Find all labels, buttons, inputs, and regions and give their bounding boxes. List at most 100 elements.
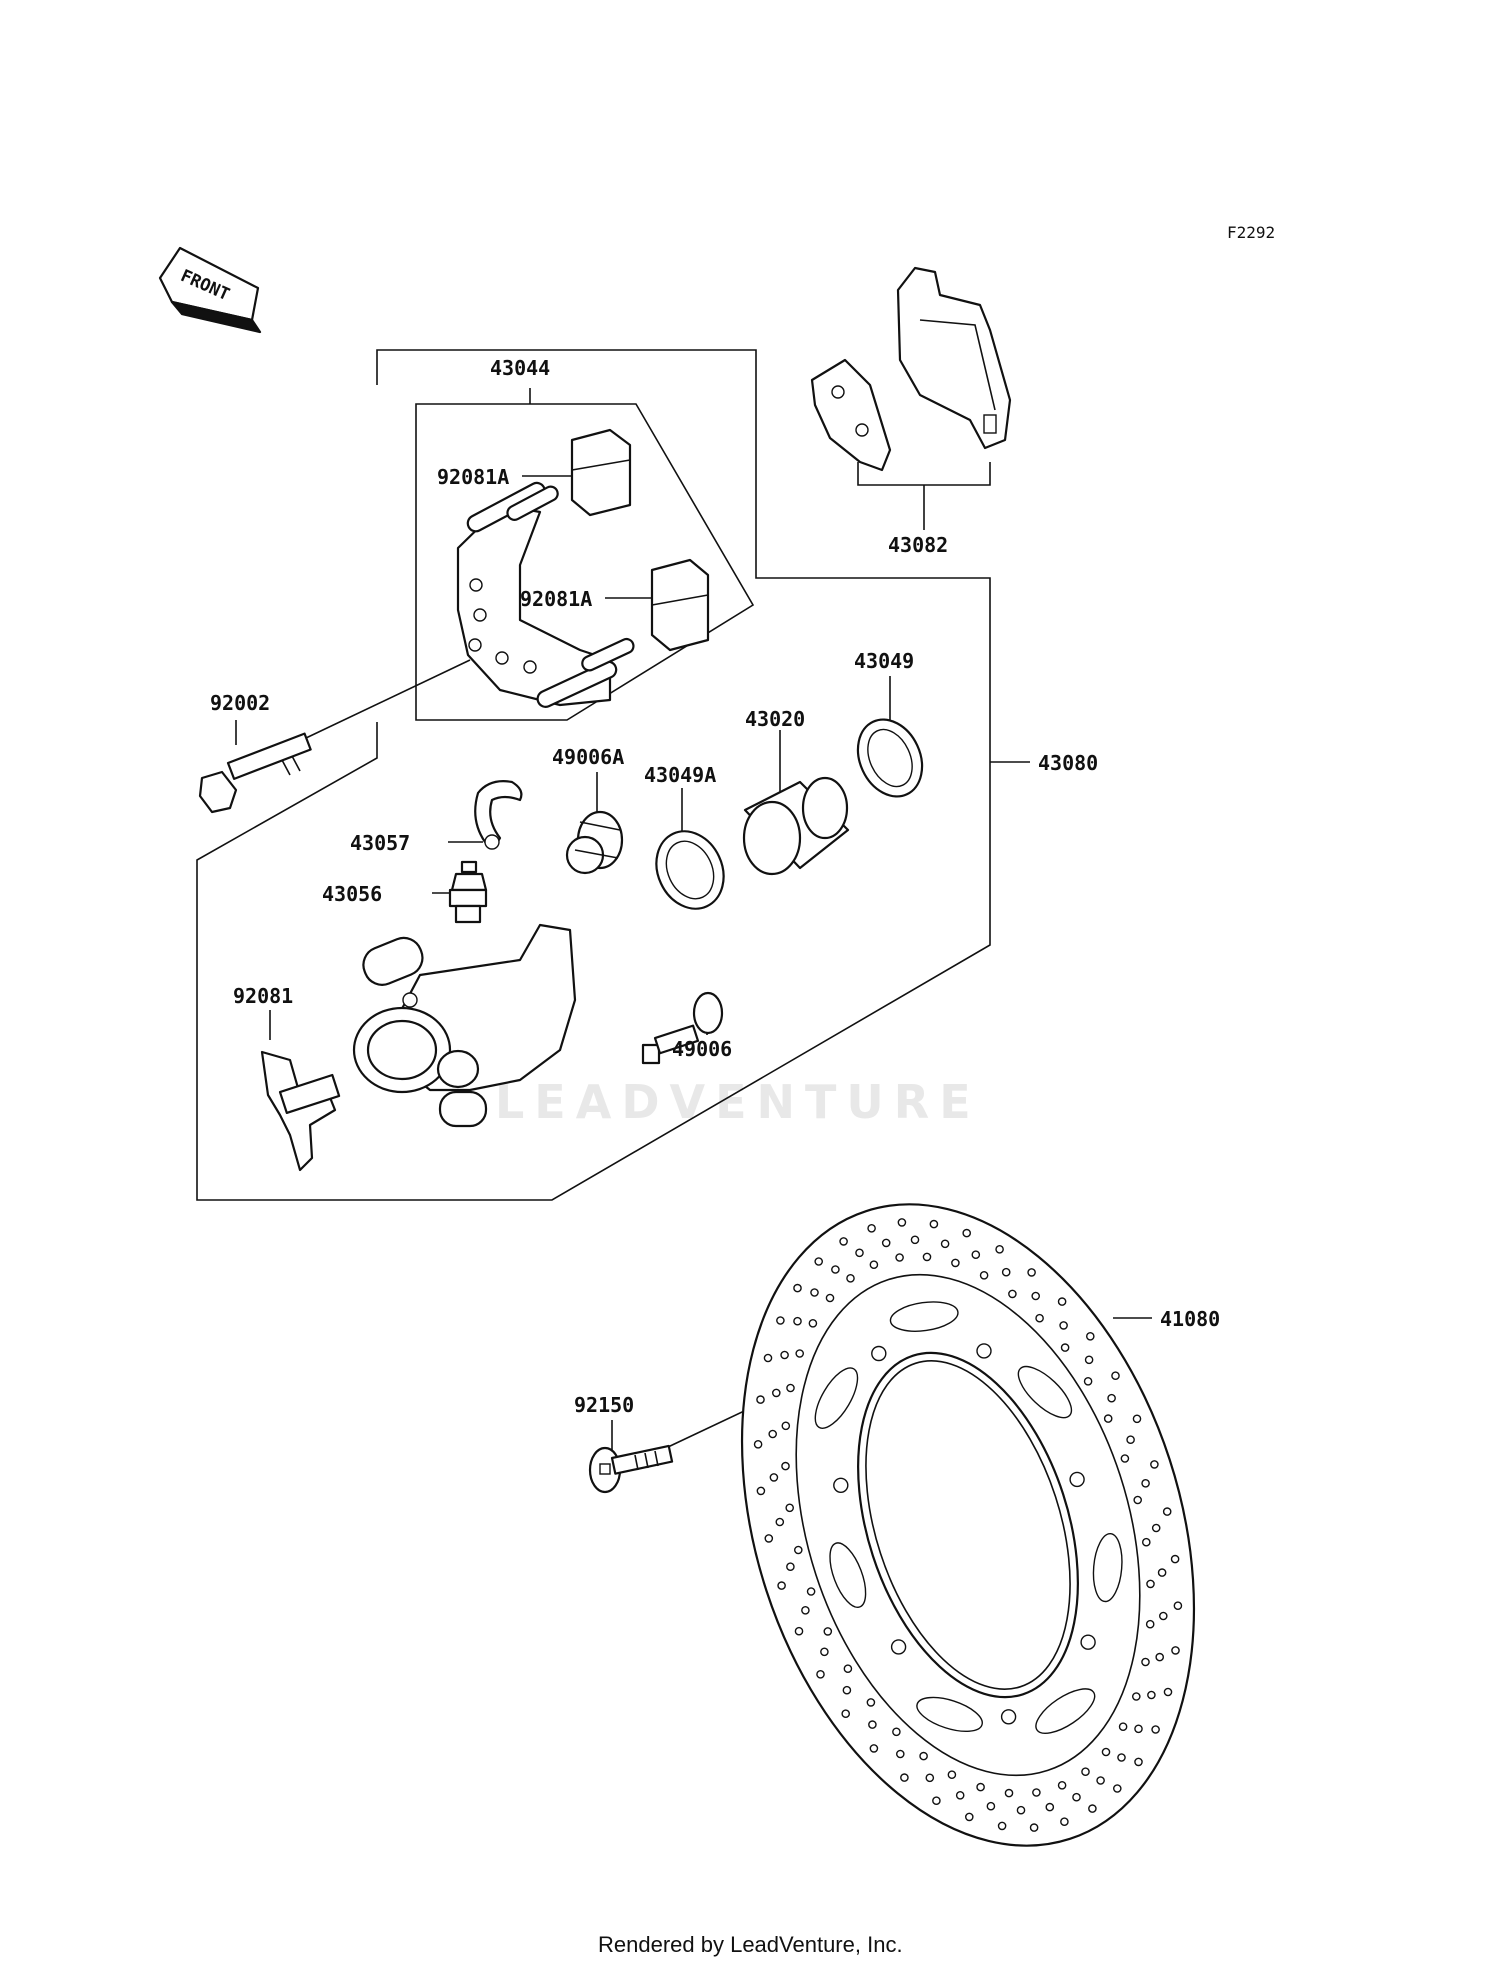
- disc-hole: [794, 1626, 804, 1636]
- disc-hole: [1134, 1724, 1143, 1734]
- disc-hole: [1132, 1692, 1141, 1701]
- label-43049[interactable]: 43049: [854, 649, 914, 673]
- disc-hole: [781, 1421, 791, 1431]
- disc-hole: [1001, 1267, 1011, 1277]
- disc-hole: [1008, 1289, 1017, 1299]
- label-92150[interactable]: 92150: [574, 1393, 634, 1417]
- disc-screw: [588, 1444, 674, 1494]
- label-92002[interactable]: 92002: [210, 691, 270, 715]
- pad-spring-lower: [650, 558, 710, 652]
- disc-hole: [868, 1720, 877, 1729]
- label-41080[interactable]: 41080: [1160, 1307, 1220, 1331]
- brake-disc: [740, 1203, 1196, 1847]
- disc-hole: [1016, 1805, 1026, 1815]
- disc-bolt-hole: [890, 1639, 907, 1655]
- disc-hole: [881, 1238, 891, 1248]
- label-43049A[interactable]: 43049A: [644, 763, 716, 787]
- disc-hole: [1171, 1646, 1180, 1655]
- bracket-assembly-outline: [415, 403, 755, 721]
- piston: [742, 776, 850, 876]
- disc-hole: [1088, 1804, 1097, 1813]
- label-43057[interactable]: 43057: [350, 831, 410, 855]
- disc-hole: [910, 1235, 920, 1245]
- disc-hole: [995, 1245, 1004, 1254]
- disc-hole: [1117, 1753, 1126, 1762]
- disc-slot: [889, 1301, 959, 1332]
- disc-hole: [1035, 1313, 1044, 1323]
- disc-slot: [1017, 1365, 1073, 1419]
- label-43080[interactable]: 43080: [1038, 751, 1098, 775]
- disc-hole: [753, 1440, 763, 1449]
- disc-hole: [979, 1271, 989, 1280]
- disc-hole: [772, 1388, 781, 1398]
- disc-hole: [955, 1791, 965, 1800]
- disc-hole: [1173, 1601, 1183, 1610]
- disc-hole: [831, 1265, 840, 1274]
- disc-hole: [866, 1698, 876, 1707]
- pad-spring-upper: [570, 428, 632, 517]
- label-49006[interactable]: 49006: [672, 1037, 732, 1061]
- label-92081A-upper[interactable]: 92081A: [437, 465, 509, 489]
- disc-hole: [1147, 1690, 1156, 1700]
- disc-hole: [786, 1383, 795, 1393]
- disc-hole: [951, 1258, 960, 1268]
- disc-hole: [842, 1685, 852, 1695]
- disc-hole: [768, 1429, 778, 1439]
- disc-hole: [1146, 1579, 1155, 1589]
- disc-bolt-hole: [1080, 1634, 1096, 1650]
- disc-hole: [820, 1647, 829, 1657]
- disc-hole: [867, 1224, 876, 1233]
- disc-hole: [1151, 1725, 1160, 1734]
- label-92081[interactable]: 92081: [233, 984, 293, 1008]
- part-labels: 43044 92081A 92081A 43082 92002 43080 43…: [210, 356, 1220, 1417]
- pad-spring-92081: [260, 1050, 341, 1172]
- disc-slot: [1035, 1688, 1096, 1734]
- disc-hole: [756, 1395, 765, 1404]
- disc-hole: [786, 1562, 795, 1571]
- disc-hole: [764, 1534, 774, 1543]
- disc-hole: [1084, 1355, 1094, 1365]
- label-43020[interactable]: 43020: [745, 707, 805, 731]
- disc-hole: [1060, 1343, 1070, 1352]
- label-92081A-lower[interactable]: 92081A: [520, 587, 592, 611]
- disc-hole: [976, 1782, 985, 1792]
- disc-hole: [929, 1219, 939, 1229]
- label-43056[interactable]: 43056: [322, 882, 382, 906]
- disc-hole: [925, 1773, 935, 1783]
- disc-bolt-hole: [1000, 1709, 1017, 1725]
- disc-hole: [1141, 1657, 1150, 1667]
- disc-hole: [1059, 1321, 1068, 1330]
- disc-slots: [814, 1301, 1123, 1734]
- disc-hole: [1159, 1611, 1168, 1621]
- disc-bolt-hole: [833, 1477, 849, 1494]
- disc-hole: [896, 1749, 905, 1759]
- label-43044[interactable]: 43044: [490, 356, 550, 380]
- disc-hole: [1163, 1687, 1173, 1697]
- disc-bolt-hole: [1069, 1471, 1085, 1488]
- disc-hole: [940, 1239, 950, 1249]
- disc-hole: [1155, 1652, 1164, 1662]
- disc-hole: [769, 1473, 779, 1482]
- disc-hole: [869, 1260, 879, 1269]
- disc-hole: [1029, 1823, 1039, 1832]
- disc-hole: [1101, 1747, 1111, 1757]
- disc-hole: [1170, 1554, 1180, 1564]
- bleed-cap: [474, 780, 523, 850]
- label-49006A[interactable]: 49006A: [552, 745, 624, 769]
- disc-hole: [1083, 1377, 1093, 1386]
- disc-hole: [793, 1283, 802, 1293]
- disc-hole: [1107, 1393, 1116, 1403]
- disc-hole: [962, 1228, 972, 1238]
- disc-hole: [1133, 1495, 1142, 1505]
- label-43082[interactable]: 43082: [888, 533, 948, 557]
- disc-hole: [895, 1253, 904, 1262]
- disc-slot: [1092, 1533, 1123, 1603]
- disc-hole: [1126, 1435, 1135, 1444]
- disc-hole: [1032, 1788, 1041, 1797]
- caliper-assembly-outline: [196, 349, 991, 1201]
- disc-hole: [814, 1257, 824, 1266]
- disc-slot: [829, 1542, 867, 1608]
- disc-hole: [846, 1274, 855, 1283]
- disc-hole: [843, 1664, 853, 1673]
- disc-hole: [806, 1587, 816, 1596]
